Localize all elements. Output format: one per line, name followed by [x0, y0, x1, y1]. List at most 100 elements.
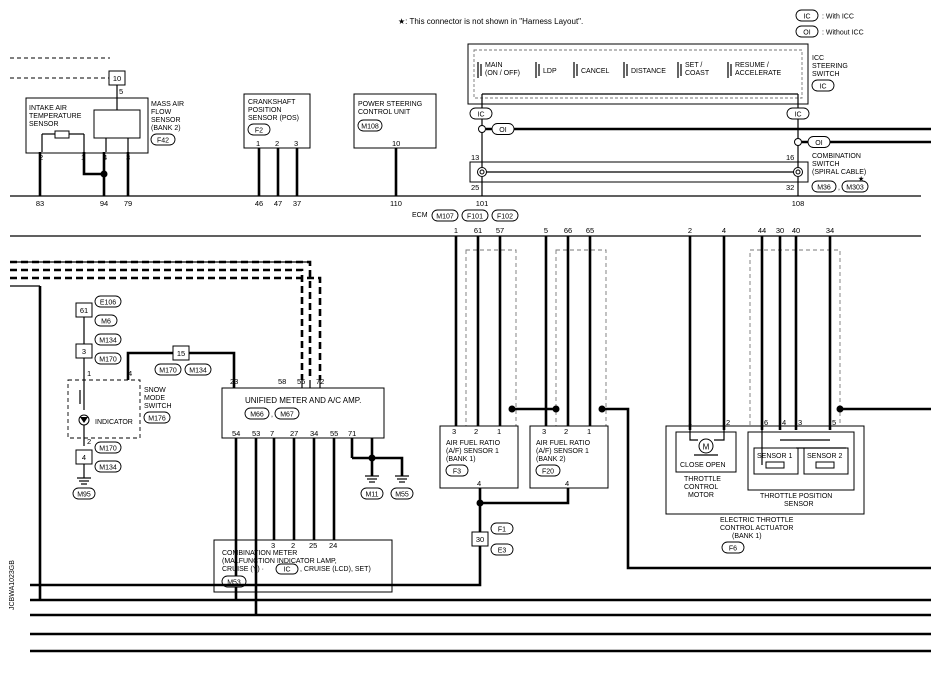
svg-text:,: ,: [271, 412, 273, 419]
conn-15: 15: [177, 349, 185, 358]
combination-meter: COMBINATION METER (MALFUNCTION INDICATOR…: [213, 539, 393, 593]
ecm-top-pin-46: 46: [255, 199, 263, 208]
meter-pin-72: 72: [316, 377, 324, 386]
power-steering-control-unit: POWER STEERING CONTROL UNIT M108: [353, 93, 437, 149]
legend-oi-text: : Without ICC: [822, 30, 864, 37]
ps-label-2: CONTROL UNIT: [358, 109, 411, 116]
conn-m67: M67: [280, 412, 294, 419]
maf-label-3: SENSOR: [151, 117, 181, 124]
ecm-top-pin-79: 79: [124, 199, 132, 208]
ckp-pin-1: 1: [256, 139, 260, 148]
conn-f6: F6: [729, 546, 737, 553]
conn-m170-c: M170: [159, 368, 177, 375]
meter-bottom-pin-53: 53: [252, 429, 260, 438]
icc-title-2: STEERING: [812, 63, 848, 70]
maf-top-conn: 10: [113, 74, 121, 83]
snow-pin-4: 4: [128, 369, 132, 378]
af1-pin-1: 1: [497, 427, 501, 436]
af2-label-1: AIR FUEL RATIO: [536, 440, 591, 447]
sensor1-label: SENSOR 1: [757, 453, 793, 460]
ecm-bottom-pin-65: 65: [586, 226, 594, 235]
sensor2-label: SENSOR 2: [807, 453, 843, 460]
icc-button-2: CANCEL: [581, 68, 610, 75]
ecm-bottom-pin-5: 5: [544, 226, 548, 235]
ecm-top-pin-110: 110: [390, 199, 402, 208]
legend-ic-text: : With ICC: [822, 14, 854, 21]
ps-label-1: POWER STEERING: [358, 101, 422, 108]
motor-label-3: MOTOR: [688, 492, 714, 499]
af2-pin-1: 1: [587, 427, 591, 436]
conn-m36: M36: [817, 185, 831, 192]
comb-sw-label-1: COMBINATION: [812, 153, 861, 160]
etc-label-3: (BANK 1): [732, 533, 762, 540]
ecm-top-pin-94: 94: [100, 199, 108, 208]
conn-f3: F3: [453, 469, 461, 476]
conn-f1: F1: [498, 527, 506, 534]
snow-pin-2: 2: [87, 437, 91, 446]
meter-pin-23: 23: [230, 377, 238, 386]
pin-13: 13: [471, 153, 479, 162]
ecm-bottom-pin-44: 44: [758, 226, 766, 235]
indicator-label: INDICATOR: [95, 419, 133, 426]
comb-meter-label-3b: , CRUISE (LCD), SET): [300, 566, 371, 573]
conn-e106: E106: [100, 300, 116, 307]
iat-label-3: SENSOR: [29, 121, 59, 128]
ecm-bottom-pin-40: 40: [792, 226, 800, 235]
ecm-top-pin-83: 83: [36, 199, 44, 208]
conn-m53: M53: [227, 580, 241, 587]
conn-m170-a: M170: [99, 357, 117, 364]
ground-m11: M11: [360, 475, 384, 500]
meter-pin-56: 56: [297, 377, 305, 386]
conn-f42: F42: [157, 138, 169, 145]
electric-throttle-control-actuator: 1 2 6 4 3 5 M CLOSE OPEN THROTTLE CONTRO…: [665, 418, 865, 515]
snow-label-2: MODE: [144, 395, 165, 402]
ckp-label-2: POSITION: [248, 107, 281, 114]
conn-m134-a: M134: [99, 338, 117, 345]
etc-label-1: ELECTRIC THROTTLE: [720, 517, 794, 524]
conn-e3: E3: [498, 548, 507, 555]
ecm-top-pin-37: 37: [293, 199, 301, 208]
icc-button-5: RESUME /ACCELERATE: [735, 62, 781, 77]
ecm-bottom-pin-30: 30: [776, 226, 784, 235]
af1-label-1: AIR FUEL RATIO: [446, 440, 501, 447]
etc-pin-1: 1: [688, 418, 692, 427]
ecm-bottom-pin-66: 66: [564, 226, 572, 235]
conn-3: 3: [82, 347, 86, 356]
af-sensor-bank1: 3 2 1 AIR FUEL RATIO (A/F) SENSOR 1 (BAN…: [439, 425, 519, 489]
meter-bottom-pin-54: 54: [232, 429, 240, 438]
cm-pin-2: 2: [291, 541, 295, 550]
legend-ic-pill: [795, 9, 819, 22]
icc-title-3: SWITCH: [812, 71, 840, 78]
maf-label-2: FLOW: [151, 109, 172, 116]
ecm-bottom-pin-61: 61: [474, 226, 482, 235]
star-mark: ★: [858, 175, 864, 183]
af2-label-2: (A/F) SENSOR 1: [536, 448, 589, 455]
maf-top-pin: 5: [119, 87, 123, 96]
oi-tag-right: OI: [815, 140, 822, 147]
conn-m66: M66: [250, 412, 264, 419]
ps-pin-10: 10: [392, 139, 400, 148]
af2-pin-2: 2: [564, 427, 568, 436]
motor-m: M: [703, 443, 710, 452]
af1-pin-4: 4: [477, 479, 481, 488]
conn-m170-b: M170: [99, 446, 117, 453]
pin-25: 25: [471, 183, 479, 192]
conn-m11: M11: [365, 492, 378, 499]
snow-label-1: SNOW: [144, 387, 166, 394]
snow-mode-switch: 1 4 INDICATOR SNOW MODE SWITCH M176: [67, 369, 172, 446]
ecm-top-pin-108: 108: [792, 199, 805, 208]
conn-m303: M303: [846, 185, 864, 192]
meter-pin-58: 58: [278, 377, 286, 386]
snow-label-3: SWITCH: [144, 403, 172, 410]
icc-button-1: LDP: [543, 68, 557, 75]
iat-label-2: TEMPERATURE: [29, 113, 82, 120]
conn-m55: M55: [395, 492, 409, 499]
icc-title-1: ICC: [812, 55, 824, 62]
conn-f2: F2: [255, 128, 263, 135]
ckp-pin-3: 3: [294, 139, 298, 148]
meter-bottom-pin-7: 7: [270, 429, 274, 438]
conn-m6: M6: [101, 319, 111, 326]
ic-tag-right: IC: [795, 112, 802, 119]
